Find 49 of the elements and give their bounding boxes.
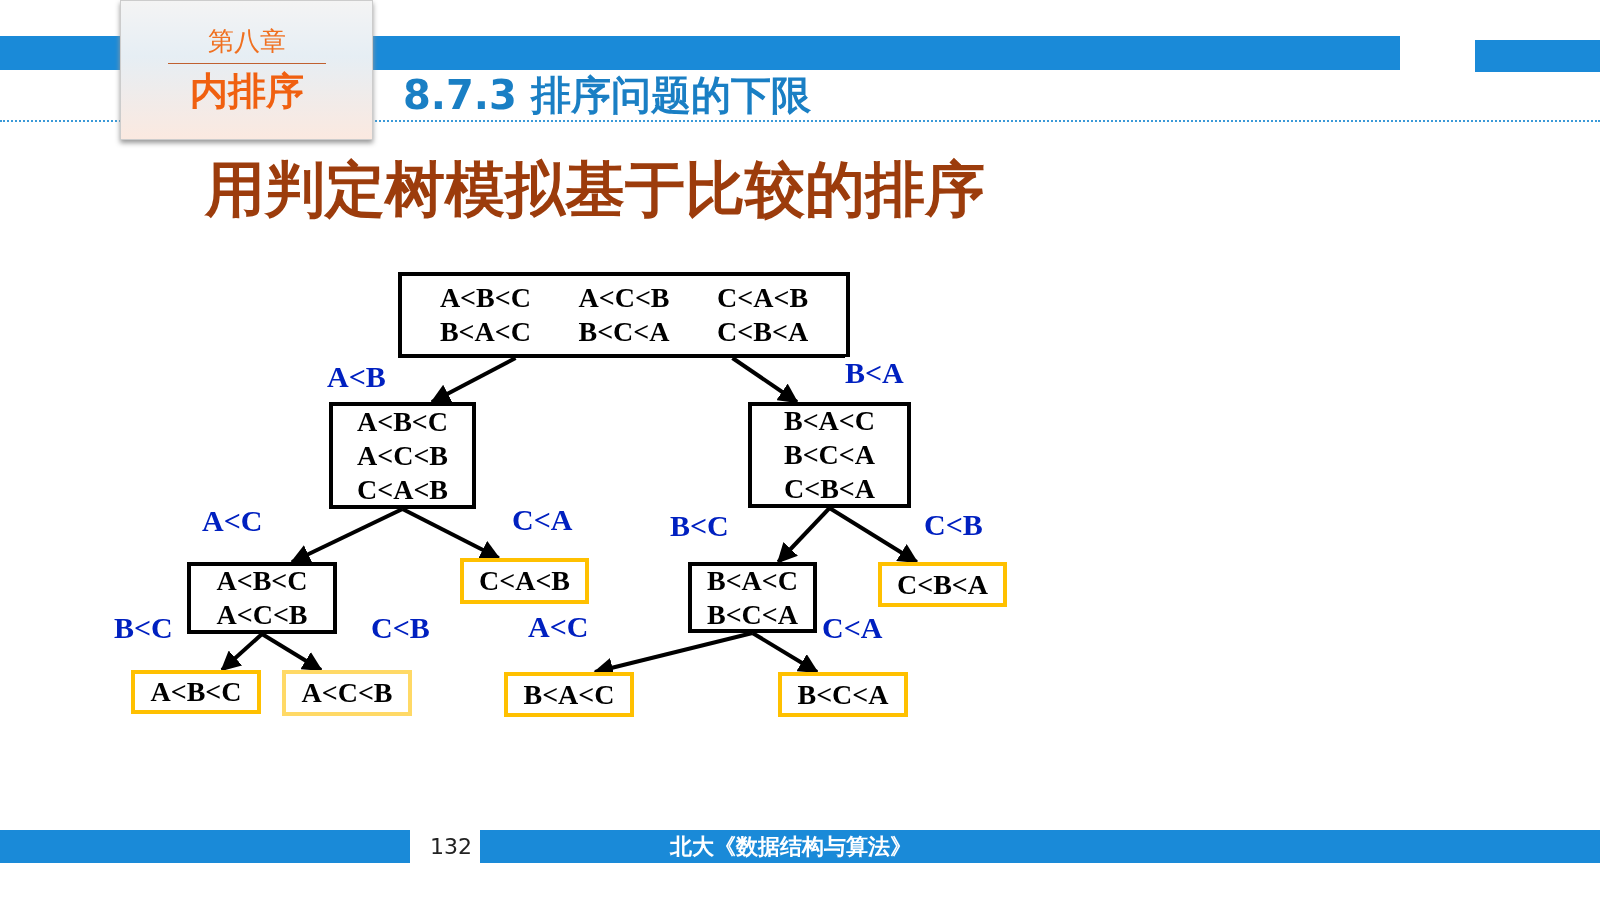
arrow bbox=[430, 356, 517, 404]
page-number: 132 bbox=[430, 834, 472, 859]
permutation-text: A<C<B bbox=[356, 438, 449, 473]
permutation-text: B<A<C bbox=[438, 315, 532, 349]
permutation-text: A<C<B bbox=[577, 281, 671, 315]
permutation-text: C<A<B bbox=[716, 281, 810, 315]
permutation-box bbox=[329, 402, 476, 509]
permutation-box bbox=[688, 562, 817, 633]
permutation-text: A<B<C bbox=[149, 675, 243, 709]
course-name: 北大《数据结构与算法》 bbox=[670, 833, 912, 861]
permutation-text: B<C<A bbox=[783, 438, 876, 472]
leaf-box bbox=[778, 672, 908, 717]
section-heading: 8.7.3 排序问题的下限 bbox=[403, 71, 811, 120]
arrow bbox=[828, 506, 919, 564]
chapter-label: 第八章 bbox=[167, 23, 326, 64]
permutation-text: C<B<A bbox=[716, 315, 810, 349]
permutation-text: B<C<A bbox=[577, 315, 671, 349]
permutation-text: A<C<B bbox=[215, 598, 309, 632]
arrow bbox=[290, 507, 404, 564]
chapter-tab bbox=[120, 0, 373, 140]
slide-title: 用判定树模拟基于比较的排序 bbox=[205, 153, 985, 226]
permutation-text: C<B<A bbox=[783, 472, 876, 506]
arrow bbox=[401, 507, 501, 560]
leaf-box bbox=[504, 672, 634, 717]
permutation-text: A<C<B bbox=[300, 676, 394, 710]
leaf-box bbox=[131, 670, 261, 714]
permutation-text: A<B<C bbox=[356, 404, 449, 439]
permutation-text: A<B<C bbox=[215, 564, 309, 598]
arrow bbox=[776, 506, 831, 564]
permutation-text: B<A<C bbox=[522, 677, 616, 712]
arrow bbox=[731, 356, 799, 404]
permutation-text: A<B<C bbox=[438, 281, 532, 315]
permutation-text: C<B<A bbox=[896, 567, 989, 602]
arrow bbox=[260, 632, 323, 672]
permutation-text: C<A<B bbox=[478, 564, 571, 598]
leaf-box bbox=[460, 558, 589, 604]
permutation-box bbox=[398, 272, 850, 358]
permutation-text: B<C<A bbox=[706, 597, 799, 632]
arrow bbox=[751, 631, 819, 674]
permutation-text: B<A<C bbox=[706, 563, 799, 598]
leaf-box bbox=[282, 670, 412, 716]
permutation-text: B<A<C bbox=[783, 404, 876, 438]
arrow bbox=[220, 632, 264, 672]
chapter-name: 内排序 bbox=[189, 67, 304, 115]
permutation-text: C<A<B bbox=[356, 472, 449, 507]
permutation-box bbox=[187, 562, 337, 634]
leaf-box bbox=[878, 562, 1007, 607]
permutation-text: B<C<A bbox=[796, 677, 890, 712]
permutation-box bbox=[748, 402, 911, 508]
